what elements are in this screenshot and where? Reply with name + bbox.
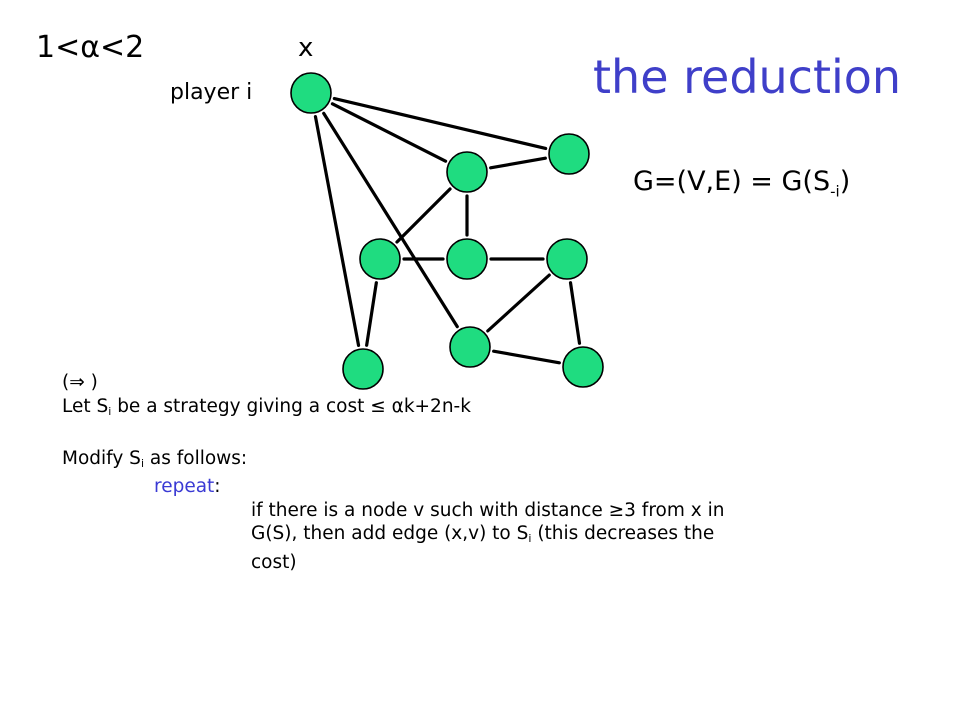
proof-text: (⇒ ) Let Si be a strategy giving a cost … [62,371,724,574]
graph-node-d [446,238,488,280]
condition-line-1: if there is a node v such with distance … [251,499,725,521]
graph-equation: G=(V,E) = G(S-i) [633,166,850,200]
graph-node-a [548,133,590,175]
let-line-sub: i [108,404,112,418]
edge-c-f [365,281,378,347]
edge-x-g [322,111,459,329]
player-label: player i [170,80,253,105]
node-x-label: x [298,33,314,63]
blank-line [62,423,724,447]
let-line-pre: Let S [62,395,109,417]
graph-node-b [446,151,488,193]
equation-subscript: -i [830,182,840,201]
repeat-colon: : [214,476,221,497]
edge-g-h [492,349,561,365]
modify-line-sub: i [140,456,144,470]
graph-node-e [546,238,588,280]
alpha-condition: 1<α<2 [36,30,145,65]
condition-line-3: cost) [251,551,297,573]
let-line: Let Si be a strategy giving a cost ≤ αk+… [62,395,724,424]
graph-node-h [562,346,604,388]
modify-line-pre: Modify S [62,447,141,469]
slide-title: the reduction [593,50,902,104]
repeat-keyword: repeat [154,476,215,497]
graph-node-g [449,326,491,368]
edge-x-f [313,114,361,348]
modify-line-post: as follows: [144,447,248,469]
edge-e-g [486,273,551,333]
let-line-post: be a strategy giving a cost ≤ αk+2n-k [111,395,471,417]
equation-lhs: G=(V,E) = G(S [633,166,831,197]
condition-line-2-post: (this decreases the [531,523,715,544]
graph-edges [313,96,582,365]
implies-symbol: (⇒ ) [62,372,98,393]
equation-rhs: ) [839,166,851,197]
edge-b-c [395,187,452,244]
condition-line-2-pre: G(S), then add edge (x,v) to S [251,523,529,544]
edge-x-b [330,102,448,163]
graph-node-c [359,238,401,280]
graph-node-f [342,348,384,390]
condition-line-2-sub: i [528,532,532,545]
graph-nodes [290,72,604,390]
graph-node-x [290,72,332,114]
repeat-line: repeat: [62,475,724,499]
condition-line-2: G(S), then add edge (x,v) to Si (this de… [62,522,724,551]
edge-x-a [332,96,548,151]
edge-a-b [489,156,547,170]
modify-line: Modify Si as follows: [62,447,724,476]
edge-e-h [568,281,582,345]
